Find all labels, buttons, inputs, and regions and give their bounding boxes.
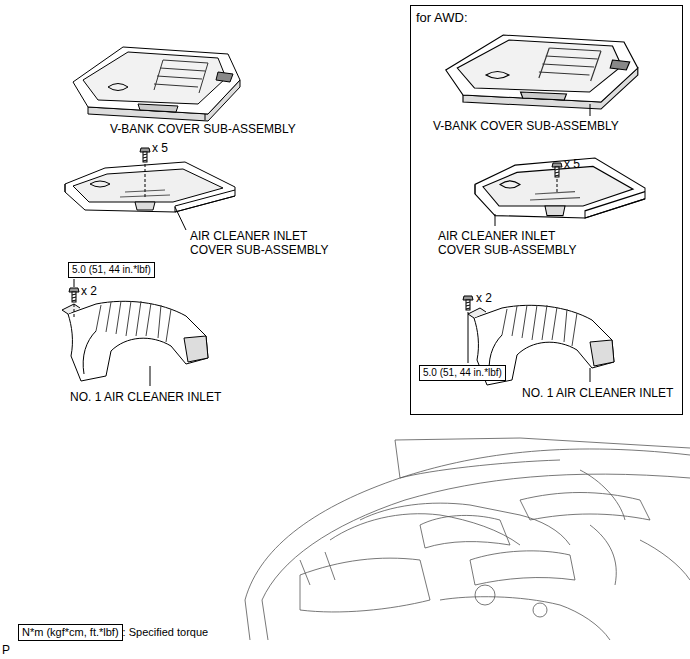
part-name: V-BANK COVER SUB-ASSEMBLY <box>110 122 296 136</box>
quantity: x 5 <box>152 141 168 155</box>
legend-text: : Specified torque <box>123 626 209 638</box>
quantity: x 2 <box>81 284 97 298</box>
torque-legend: N*m (kgf*cm, ft.*lbf): Specified torque <box>18 624 208 641</box>
awd-region: for AWD: 5.0 (51, 44 in.*lbf) <box>410 5 683 415</box>
torque-value: 5.0 (51, 44 in.*lbf) <box>423 367 502 378</box>
part-name: NO. 1 AIR CLEANER INLET <box>70 390 221 404</box>
part-name: AIR CLEANER INLET COVER SUB-ASSEMBLY <box>438 229 588 257</box>
part-name: AIR CLEANER INLET COVER SUB-ASSEMBLY <box>190 229 340 257</box>
torque-box: 5.0 (51, 44 in.*lbf) <box>419 365 506 381</box>
torque-value: 5.0 (51, 44 in.*lbf) <box>72 264 151 275</box>
quantity: x 5 <box>564 157 580 171</box>
region-title: for AWD: <box>416 10 468 25</box>
part-name: V-BANK COVER SUB-ASSEMBLY <box>433 119 619 133</box>
part-name: NO. 1 AIR CLEANER INLET <box>522 386 673 400</box>
torque-unit: N*m (kgf*cm, ft.*lbf) <box>18 624 123 641</box>
quantity: x 2 <box>476 291 492 305</box>
figure-code: P <box>2 643 10 657</box>
torque-box: 5.0 (51, 44 in.*lbf) <box>68 262 155 278</box>
